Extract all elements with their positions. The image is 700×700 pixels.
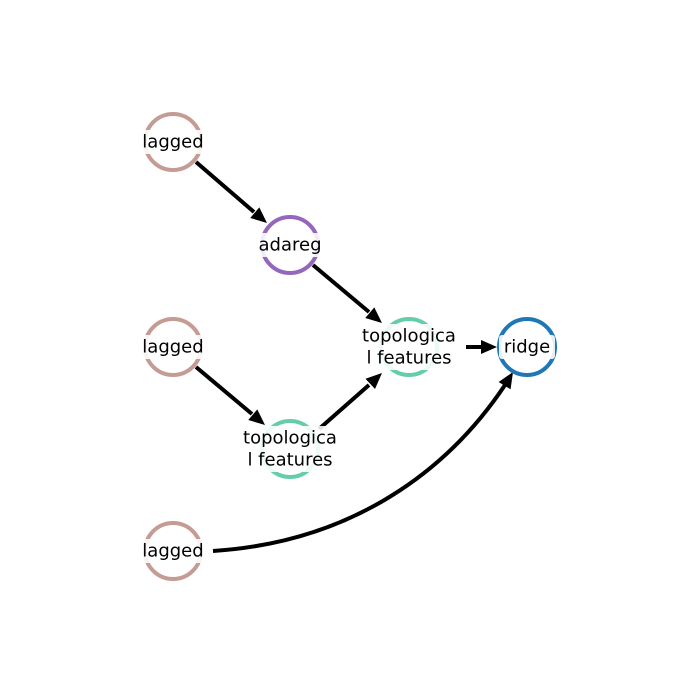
node-label: lagged — [142, 132, 203, 153]
edge-topological-features-1-to-topological-features-2 — [317, 373, 382, 431]
edge-topological-features-2-to-ridge — [466, 340, 497, 354]
arrowhead — [248, 409, 265, 425]
node-label: l features — [247, 450, 332, 471]
edge-line — [212, 383, 507, 553]
node-label-background — [238, 426, 342, 472]
node-lagged-2[interactable]: lagged — [139, 317, 207, 377]
node-label: ridge — [504, 337, 550, 358]
edge-line — [317, 383, 371, 431]
node-ridge[interactable]: ridge — [497, 317, 557, 377]
node-label-background — [139, 130, 207, 154]
node-label: lagged — [142, 337, 203, 358]
arrowhead — [498, 372, 513, 390]
arrowhead — [250, 207, 267, 223]
node-lagged-3[interactable]: lagged — [139, 521, 207, 581]
edge-line — [311, 263, 371, 314]
edge-line — [194, 365, 254, 416]
node-label-background — [357, 324, 461, 370]
arrowhead — [365, 373, 382, 389]
node-label: topologica — [362, 326, 456, 347]
node-label-background — [499, 335, 555, 359]
edge-lagged-1-to-adareg — [194, 160, 267, 223]
node-lagged-1[interactable]: lagged — [139, 112, 207, 172]
edge-lagged-2-to-topological-features-1 — [194, 365, 265, 425]
node-label: l features — [366, 348, 451, 369]
node-label: adareg — [259, 235, 322, 256]
node-adareg[interactable]: adareg — [256, 215, 324, 275]
node-label-background — [139, 335, 207, 359]
edge-line — [194, 160, 256, 214]
edge-adareg-to-topological-features-2 — [311, 263, 382, 323]
node-label-background — [139, 539, 207, 563]
arrowhead — [365, 307, 382, 323]
edges-layer — [194, 160, 513, 553]
node-label: topologica — [243, 428, 337, 449]
arrowhead — [481, 340, 497, 354]
node-label-background — [256, 233, 324, 257]
node-label: lagged — [142, 541, 203, 562]
edge-lagged-3-to-ridge — [212, 372, 513, 553]
